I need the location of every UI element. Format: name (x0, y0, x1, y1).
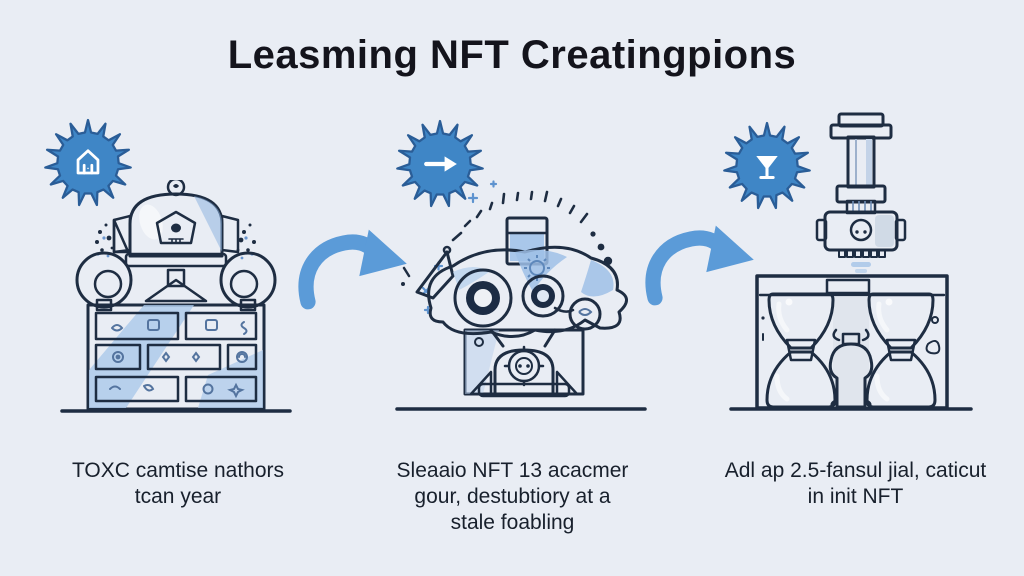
press-device (815, 112, 907, 273)
caption-line: stale foabling (450, 511, 575, 534)
gauge-tick-arc (442, 190, 589, 255)
gear-martini-icon (723, 121, 811, 210)
step-3-caption: Adl ap 2.5-fansul jial, caticut in init … (703, 458, 1008, 510)
caption-line: tcan year (134, 485, 222, 508)
gauge-dots (590, 231, 613, 266)
press-teeth (838, 249, 886, 258)
home-icon (76, 149, 100, 175)
machine-base (463, 328, 585, 398)
hourglass (865, 292, 937, 409)
step-2-caption: Sleaaio NFT 13 acacmer gour, destubtiory… (360, 458, 665, 536)
hourglass (765, 292, 837, 409)
drawer-cabinet (86, 303, 266, 411)
curved-arrow-right-icon (298, 229, 407, 310)
arrow-right-icon (424, 156, 457, 172)
machine-body (401, 245, 628, 338)
robot-head (112, 180, 240, 268)
press-face (849, 218, 873, 242)
gear-home-icon (44, 118, 132, 207)
caption-line: Sleaaio NFT 13 acacmer (396, 459, 629, 482)
robot-dispenser-cabinet-illustration (60, 180, 292, 413)
curved-arrow-right-icon (645, 225, 754, 306)
page-title: Leasming NFT Creatingpions (227, 33, 797, 77)
caption-line: gour, destubtiory at a (414, 485, 611, 508)
hourglass-press-illustration (729, 112, 973, 411)
gear-arrow-icon (396, 119, 484, 208)
caption-line: in init NFT (807, 485, 904, 508)
step-1-caption: TOXC camtise nathors tcan year (28, 458, 328, 510)
robot-speakers (75, 251, 277, 312)
caption-line: Adl ap 2.5-fansul jial, caticut (724, 459, 987, 482)
robot-stand (144, 268, 208, 303)
caption-line: TOXC camtise nathors (71, 459, 285, 482)
drawer-glyphs (109, 319, 248, 399)
sparkle-dots (95, 223, 256, 252)
base-gear (507, 349, 541, 383)
grinder-machine-illustration (395, 180, 647, 411)
martini-glass-icon (756, 156, 778, 180)
